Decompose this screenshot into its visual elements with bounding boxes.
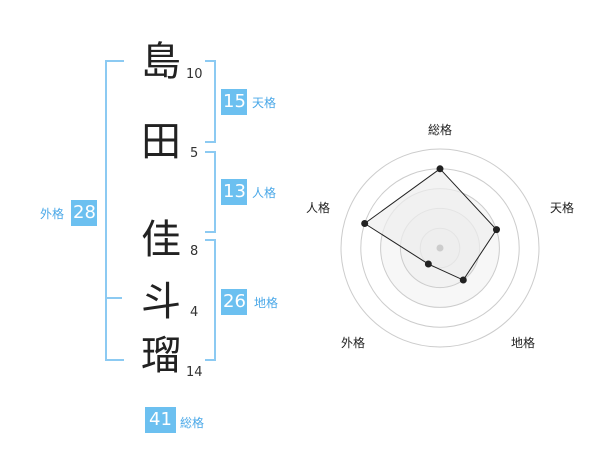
gaikaku-value-badge: 28 <box>71 200 97 226</box>
stroke-count-3: 8 <box>190 244 199 259</box>
radar-point-1 <box>492 226 500 234</box>
chikaku-bracket <box>205 239 216 361</box>
tenkaku-bracket <box>205 60 216 143</box>
radar-point-0 <box>436 165 444 173</box>
radar-axis-label-tenkaku: 天格 <box>550 201 575 215</box>
name-char-1: 島 <box>141 39 181 85</box>
tenkaku-value-badge: 15 <box>221 89 247 115</box>
name-char-2: 田 <box>141 119 181 165</box>
name-char-4: 斗 <box>141 279 181 325</box>
gaikaku-bracket <box>105 60 124 361</box>
soukaku-value-badge: 41 <box>145 407 176 433</box>
radar-axis-label-gaikaku: 外格 <box>341 336 366 350</box>
stroke-count-4: 4 <box>190 305 199 320</box>
tenkaku-label: 天格 <box>252 96 277 110</box>
jinkaku-bracket <box>205 151 216 233</box>
radar-center-dot <box>436 244 444 252</box>
stroke-count-5: 14 <box>186 365 203 380</box>
radar-point-2 <box>459 276 467 284</box>
stroke-count-2: 5 <box>190 146 199 161</box>
name-char-3: 佳 <box>141 217 181 263</box>
radar-axis-label-jinkaku: 人格 <box>306 201 331 215</box>
gaikaku-label: 外格 <box>40 207 65 221</box>
name-char-5: 瑠 <box>141 333 181 379</box>
radar-point-4 <box>361 220 369 228</box>
stroke-count-1: 10 <box>186 67 203 82</box>
chikaku-value-badge: 26 <box>221 289 247 315</box>
radar-point-3 <box>424 260 432 268</box>
gaikaku-bracket-tick <box>107 297 122 299</box>
jinkaku-label: 人格 <box>252 186 277 200</box>
chikaku-label: 地格 <box>254 296 279 310</box>
soukaku-label: 総格 <box>180 416 205 430</box>
jinkaku-value-badge: 13 <box>221 179 247 205</box>
radar-series-polygon <box>363 168 498 281</box>
radar-axis-label-soukaku: 総格 <box>428 123 453 137</box>
radar-axis-label-chikaku: 地格 <box>511 336 536 350</box>
